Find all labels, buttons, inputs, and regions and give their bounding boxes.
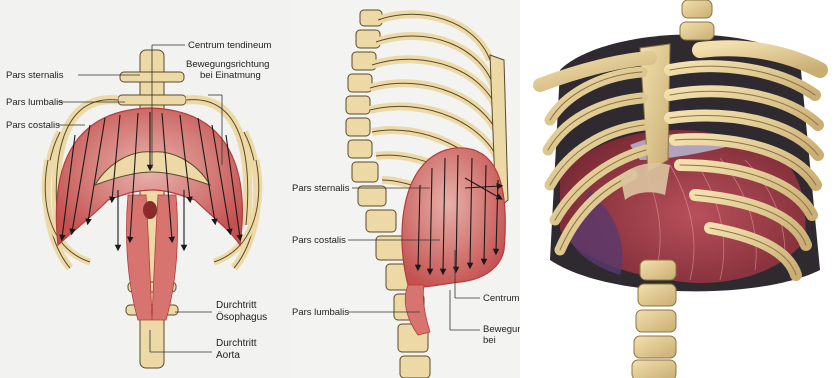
label-durchtritt-aorta-line1: Durchtritt: [216, 338, 257, 349]
skeleton-model-photo-panel: [520, 0, 835, 378]
label-bewegungsrichtung-line1: Bewegungsrichtung: [186, 59, 269, 70]
label-pars-lumbalis: Pars lumbalis: [6, 97, 63, 108]
side-label-pars-sternalis: Pars sternalis: [292, 183, 350, 194]
diaphragm-side-view-panel: Pars sternalis Pars costalis Pars lumbal…: [290, 0, 520, 378]
side-label-bewegung-truncated-line1: Bewegun: [483, 324, 520, 335]
label-durchtritt-oesophagus-line2: Ösophagus: [216, 312, 267, 323]
label-centrum-tendineum: Centrum tendineum: [188, 40, 271, 51]
side-label-pars-lumbalis: Pars lumbalis: [292, 307, 349, 318]
label-durchtritt-oesophagus-line1: Durchtritt: [216, 300, 257, 311]
side-label-bewegung-truncated-line2: bei: [483, 335, 496, 346]
diaphragm-front-view-panel: Centrum tendineum Pars sternalis Bewegun…: [0, 0, 290, 378]
skeleton-diaphragm-model: [520, 0, 835, 378]
side-label-pars-costalis: Pars costalis: [292, 235, 346, 246]
side-label-centrum-truncated: Centrum: [483, 293, 519, 304]
label-bewegungsrichtung-line2: bei Einatmung: [200, 70, 261, 81]
label-pars-costalis: Pars costalis: [6, 120, 60, 131]
label-pars-sternalis: Pars sternalis: [6, 70, 64, 81]
label-durchtritt-aorta-line2: Aorta: [216, 350, 240, 361]
